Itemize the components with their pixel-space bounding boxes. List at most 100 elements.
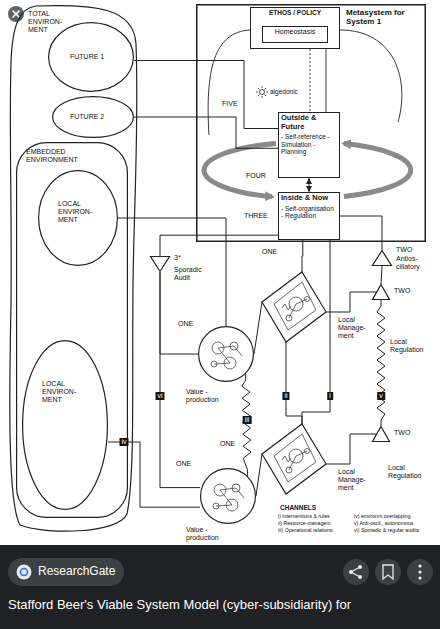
node-detail: - Self-organisation - Regulation — [281, 205, 337, 220]
channel-line — [326, 434, 377, 464]
system-two-triangle-outline — [372, 284, 390, 300]
local-management: Local Manage- ment — [262, 272, 326, 342]
node-label: Local Manage- ment — [338, 316, 378, 340]
channel-line — [256, 454, 262, 496]
channel-line — [302, 240, 304, 272]
node-detail: Antios- cillatory — [396, 255, 436, 271]
node-label: EMBEDDED ENVIRONMENT — [26, 148, 88, 164]
channel-line — [381, 266, 382, 284]
policy-box: ETHOS / POLICY Homeostasis — [250, 7, 340, 49]
viewer-bar — [0, 545, 440, 629]
local-environment-outline — [38, 170, 118, 266]
channel-line — [160, 272, 200, 488]
node-label: 3* — [174, 254, 181, 262]
regulation-spring — [377, 300, 385, 426]
legend-item: ii) Resource-managem — [278, 521, 330, 527]
node-label: Inside & Now — [281, 194, 337, 203]
system-number: THREE — [244, 212, 268, 220]
node-label: FUTURE 1 — [70, 53, 120, 61]
legend-item: vi) Sporadic & regular audits — [354, 528, 419, 534]
antioscillatory-triangle-outline — [372, 250, 392, 266]
node-label: TOTAL ENVIRON- MENT — [28, 10, 72, 34]
system-number: FIVE — [222, 100, 238, 108]
channel-name: algedonic — [270, 88, 298, 95]
channel-line — [326, 292, 377, 312]
local-environment: LOCAL ENVIRON- MENT — [22, 340, 108, 510]
regulation-label: Local Regulation — [390, 338, 436, 354]
legend-item: iii) Operational relations — [278, 528, 333, 534]
embedded-environment: EMBEDDED ENVIRONMENT LOCAL ENVIRON- MENT L… — [16, 142, 128, 518]
node-label: LOCAL ENVIRON- MENT — [58, 200, 102, 224]
channel-number: ii — [282, 392, 289, 400]
system-number: ONE — [220, 440, 235, 448]
channel-line — [134, 117, 278, 148]
antioscillatory-triangle: TWOAntios- cillatory — [372, 250, 392, 266]
system-number: ONE — [178, 320, 193, 328]
channel-line — [286, 342, 302, 424]
source-name: ResearchGate — [38, 565, 115, 579]
regulation-spring — [242, 374, 251, 476]
local-environment: LOCAL ENVIRON- MENT — [38, 170, 118, 266]
system-number: ONE — [262, 248, 277, 256]
node-label: Metasystem for System 1 — [346, 8, 422, 26]
total-environment: TOTAL ENVIRON- MENT FUTURE 1 FUTURE 2 EMBED… — [6, 4, 138, 534]
audit-triangle-outline — [150, 256, 170, 272]
legend-item: v) Anti-oscil., autonomous — [354, 521, 413, 527]
image-caption: Stafford Beer's Viable System Model (cyb… — [8, 597, 351, 613]
future-region: FUTURE 1 — [48, 22, 134, 92]
node-label: TWO — [396, 246, 412, 254]
system-number: FOUR — [246, 172, 266, 180]
node-detail: Sporadic Audit — [174, 266, 214, 282]
paper-ground — [0, 0, 440, 545]
legend-item: i) Interventions & rules — [278, 514, 330, 520]
operation-circle: Value - production — [200, 468, 256, 524]
channel-number: i — [327, 392, 333, 400]
channel-number: vi — [155, 392, 164, 400]
channel-line — [340, 216, 382, 250]
node-label: Value - production — [186, 526, 234, 542]
operation-circle: Value - production — [198, 326, 254, 382]
system-three-box: Inside & Now - Self-organisation - Regula… — [278, 192, 340, 240]
channel-line — [108, 442, 200, 507]
node-label: Outside & Future — [281, 114, 337, 131]
channel-number: v — [377, 392, 385, 400]
algedonic-sun — [256, 86, 268, 98]
local-management-outline — [262, 272, 326, 342]
future-region: FUTURE 2 — [52, 96, 134, 138]
node-label: Value - production — [186, 388, 234, 404]
node-label: FUTURE 2 — [70, 113, 120, 121]
channel-line — [302, 240, 330, 424]
channel-line — [160, 272, 198, 354]
node-label: TWO — [394, 287, 410, 295]
local-management: Local Manage- ment — [262, 424, 326, 494]
local-management-outline — [262, 424, 326, 494]
local-environment-outline — [22, 340, 108, 510]
node-label: LOCAL ENVIRON- MENT — [42, 380, 86, 404]
node-label: TWO — [394, 429, 410, 437]
operation-circle-outline — [200, 468, 256, 524]
audit-triangle: 3*Sporadic Audit — [150, 256, 170, 272]
operation-circle-outline — [198, 326, 254, 382]
homeostasis-box: Homeostasis — [262, 26, 328, 43]
channel-number: iii — [243, 416, 252, 424]
channel-line — [134, 61, 278, 129]
node-label: ETHOS / POLICY — [253, 9, 337, 16]
node-label: Local Manage- ment — [338, 468, 378, 492]
node-label: Homeostasis — [265, 28, 325, 36]
metasystem-box: Metasystem for System 1 ETHOS / POLICY Hom… — [196, 4, 426, 242]
system-four-box: Outside & Future - Self-reference - Simul… — [278, 112, 340, 178]
system-two-triangle: TWO — [372, 426, 390, 442]
system-two-triangle-outline — [372, 426, 390, 442]
channel-line — [309, 178, 310, 192]
regulation-label: Local Regulation — [388, 464, 434, 480]
viewer-buttons — [8, 558, 433, 586]
system-two-triangle: TWO — [372, 284, 390, 300]
legend-item: iv) environm.overlapping — [354, 514, 411, 520]
channel-number: iv — [119, 438, 128, 446]
channel-line — [160, 235, 278, 256]
node-detail: - Self-reference - Simulation - Planning — [281, 133, 337, 155]
system-number: ONE — [176, 460, 191, 468]
legend-heading: CHANNELS — [280, 504, 316, 511]
channel-line — [254, 302, 262, 354]
